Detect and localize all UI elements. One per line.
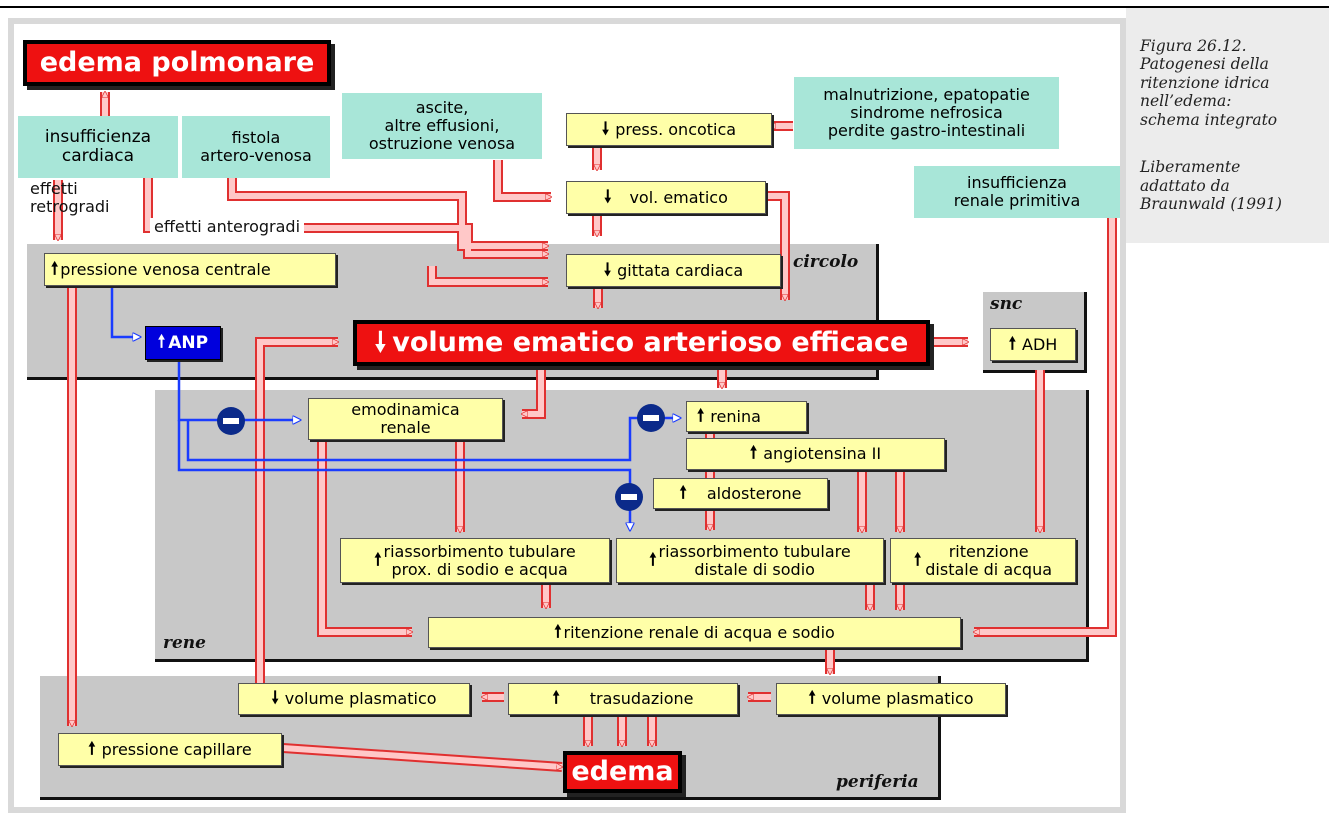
node-label: pressione capillare [101, 739, 252, 759]
label-effetti-retrogradi: effetti retrogradi [30, 179, 110, 217]
node-label: volume plasmatico [284, 689, 437, 709]
node-malnutrizione: malnutrizione, epatopatie sindrome nefro… [794, 77, 1059, 149]
arrow-down-icon: 🠗 [271, 688, 279, 709]
node-label: riassorbimento tubulare prox. di sodio e… [383, 541, 576, 579]
node-label: riassorbimento tubulare distale di sodio [658, 541, 851, 579]
arrow-up-icon: 🠕 [51, 258, 59, 279]
node-label: renina [710, 406, 761, 426]
node-riassorbimento-distale: 🠕riassorbimento tubulare distale di sodi… [616, 538, 884, 583]
node-adh: 🠕 ADH [990, 328, 1076, 361]
region-label-periferia: periferia [836, 772, 919, 792]
node-edema: edema [563, 751, 682, 793]
node-riassorbimento-prossimale: 🠕riassorbimento tubulare prox. di sodio … [340, 538, 610, 583]
arrow-up-icon: 🠕 [88, 738, 96, 759]
pathway-arrows [53, 92, 1117, 772]
node-volume-plasmatico-diminuito: 🠗volume plasmatico [238, 683, 470, 715]
caption-credit: Liberamente adattato da Braunwald (1991) [1140, 158, 1282, 214]
arrow-down-icon: 🠗 [601, 118, 610, 139]
node-trasudazione: 🠕 trasudazione [508, 683, 738, 715]
node-pressione-capillare: 🠕pressione capillare [58, 733, 282, 766]
node-aldosterone: 🠕 aldosterone [653, 478, 828, 509]
inhibition-minus-icon [217, 407, 245, 435]
node-volume-ematico-arterioso-efficace: 🠗volume ematico arterioso efficace [353, 320, 930, 366]
node-label: volume ematico arterioso efficace [392, 326, 909, 358]
node-volume-plasmatico-aumentato: 🠕volume plasmatico [776, 683, 1006, 715]
top-rule [0, 6, 1329, 8]
pathway-arrows-fill [58, 92, 1115, 767]
arrow-up-icon: 🠕 [552, 688, 560, 709]
arrow-down-icon: 🠗 [374, 326, 387, 358]
arrow-down-icon: 🠗 [604, 186, 612, 207]
node-ascite: ascite, altre effusioni, ostruzione veno… [342, 93, 542, 159]
node-insufficienza-renale-primitiva: insufficienza renale primitiva [914, 166, 1120, 218]
arrow-up-icon: 🠕 [697, 405, 705, 426]
arrow-up-icon: 🠕 [808, 688, 816, 709]
node-label: angiotensina II [763, 444, 882, 464]
node-anp: 🠕ANP [145, 326, 221, 360]
arrow-up-icon: 🠕 [679, 482, 687, 503]
node-fistola-artero-venosa: fistola artero-venosa [182, 116, 330, 178]
region-label-snc: snc [990, 294, 1023, 314]
arrow-up-icon: 🠕 [913, 549, 922, 570]
node-ritenzione-distale-acqua: 🠕ritenzione distale di acqua [890, 538, 1076, 583]
region-label-rene: rene [163, 633, 206, 653]
node-vol-ematico: 🠗 vol. ematico [566, 181, 766, 214]
arrow-up-icon: 🠕 [1008, 333, 1016, 354]
node-renina: 🠕renina [686, 401, 807, 432]
node-label: volume plasmatico [821, 689, 974, 709]
figure-caption: Figura 26.12. Patogenesi della ritenzion… [1140, 18, 1325, 233]
node-press-oncotica: 🠗press. oncotica [566, 113, 772, 146]
node-label: ritenzione distale di acqua [925, 541, 1053, 579]
node-label: gittata cardiaca [617, 260, 744, 280]
node-insufficienza-cardiaca: insufficienza cardiaca [18, 116, 178, 178]
node-ritenzione-renale: 🠕ritenzione renale di acqua e sodio [428, 617, 961, 648]
node-label: trasudazione [589, 689, 694, 709]
arrow-up-icon: 🠕 [554, 621, 562, 642]
arrow-up-icon: 🠕 [649, 549, 657, 570]
region-label-circolo: circolo [793, 252, 859, 272]
node-label: ritenzione renale di acqua e sodio [563, 622, 835, 642]
arrow-down-icon: 🠗 [603, 259, 612, 280]
node-label: pressione venosa centrale [60, 259, 271, 279]
inhibition-minus-icon [637, 404, 665, 432]
node-label: ANP [168, 333, 209, 353]
arrow-up-icon: 🠕 [374, 549, 382, 570]
arrow-up-icon: 🠕 [157, 331, 166, 352]
node-gittata-cardiaca: 🠗gittata cardiaca [566, 254, 781, 287]
label-effetti-anterogradi: effetti anterogradi [150, 217, 305, 237]
arrow-up-icon: 🠕 [749, 443, 758, 464]
caption-panel [1126, 8, 1329, 243]
caption-title: Figura 26.12. Patogenesi della ritenzion… [1140, 36, 1278, 129]
node-edema-polmonare: edema polmonare [23, 40, 331, 86]
node-angiotensina-ii: 🠕angiotensina II [686, 438, 945, 470]
node-label: ADH [1022, 334, 1058, 354]
node-label: aldosterone [706, 483, 802, 503]
node-emodinamica-renale: emodinamica renale [308, 398, 503, 440]
node-pressione-venosa-centrale: 🠕pressione venosa centrale [44, 253, 336, 286]
node-label: press. oncotica [615, 119, 737, 139]
inhibition-minus-icon [615, 483, 643, 511]
node-label: vol. ematico [629, 187, 728, 207]
